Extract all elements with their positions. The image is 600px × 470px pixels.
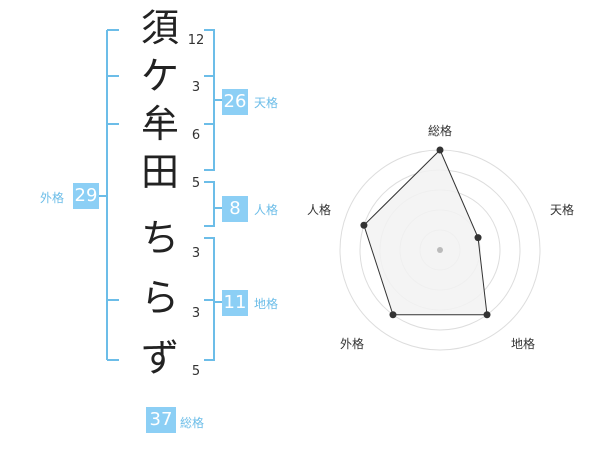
radar-point-3: [483, 311, 491, 319]
radar-point-1: [436, 146, 444, 154]
chikaku-label: 地格: [254, 297, 279, 311]
radar-score-polygon: [363, 149, 488, 316]
stroke-count-2: 3: [191, 80, 201, 95]
gaikaku-bracket: [99, 29, 119, 361]
radar-point-5: [360, 221, 368, 229]
soukaku-label: 総格: [180, 416, 205, 430]
radar-axis-label-gaikaku: 外格: [340, 337, 365, 351]
name-char-5: ち: [140, 216, 179, 260]
gaikaku-label: 外格: [40, 191, 65, 205]
tenkaku-badge: 26: [222, 89, 248, 115]
jinkaku-label: 人格: [254, 203, 279, 217]
chikaku-bracket: [204, 237, 222, 361]
tenkaku-label: 天格: [254, 96, 279, 110]
radar-point-4: [389, 311, 397, 319]
soukaku-badge: 37: [146, 407, 176, 433]
name-char-6: ら: [140, 276, 179, 320]
stroke-count-1: 12: [187, 33, 205, 48]
radar-axis-label-chikaku: 地格: [511, 337, 536, 351]
radar-axis-label-tenkaku: 天格: [550, 203, 575, 217]
jinkaku-bracket: [204, 181, 222, 227]
name-char-2: ケ: [140, 54, 179, 98]
name-char-3: 牟: [140, 102, 179, 146]
chikaku-badge: 11: [222, 290, 248, 316]
name-char-1: 須: [140, 6, 179, 50]
jinkaku-badge: 8: [222, 196, 248, 222]
stroke-count-5: 3: [191, 246, 201, 261]
radar-axis-label-jinkaku: 人格: [307, 203, 332, 217]
stroke-count-3: 6: [191, 128, 201, 143]
radar-point-2: [474, 234, 482, 242]
stroke-count-6: 3: [191, 306, 201, 321]
stroke-count-7: 5: [191, 364, 201, 379]
stroke-count-4: 5: [191, 176, 201, 191]
name-char-4: 田: [140, 150, 179, 194]
radar-center-dot: [437, 247, 443, 253]
radar-axis-label-soukaku: 総格: [428, 124, 453, 138]
radar-chart: [339, 146, 541, 351]
gaikaku-badge: 29: [73, 183, 99, 209]
name-char-7: ず: [140, 336, 179, 380]
tenkaku-bracket: [204, 29, 222, 171]
